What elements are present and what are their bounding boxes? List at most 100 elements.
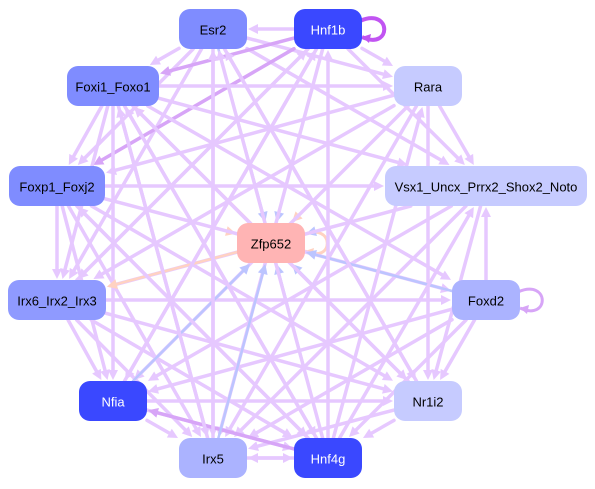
edge-hnf1b-to-vsx1-arrowhead xyxy=(454,154,465,165)
edge-vsx1-to-nfia xyxy=(154,204,454,378)
edge-nr1i2-to-esr2-arrowhead xyxy=(225,50,235,62)
edge-rara-to-irx6 xyxy=(100,103,396,276)
node-vsx1-label: Vsx1_Uncx_Prrx2_Shox2_Noto xyxy=(395,180,578,195)
node-hnf4g[interactable]: Hnf4g xyxy=(294,438,362,478)
edge-foxd2-self xyxy=(517,287,544,313)
edge-foxd2-to-zfp652-arrowhead xyxy=(306,250,317,260)
edge-nr1i2-to-foxi1-arrowhead xyxy=(134,107,145,118)
node-foxd2[interactable]: Foxd2 xyxy=(452,280,520,320)
edge-hnf1b-to-foxi1-arrowhead xyxy=(160,66,171,76)
node-foxd2-label: Foxd2 xyxy=(468,294,504,309)
edge-irx5-to-hnf4g-arrowhead xyxy=(283,453,293,463)
edge-irx6-to-hnf4g xyxy=(89,318,287,435)
edge-hnf4g-to-nfia xyxy=(155,411,296,451)
node-rara[interactable]: Rara xyxy=(394,66,462,106)
edge-esr2-to-vsx1 xyxy=(245,46,443,162)
edge-irx6-to-hnf1b-arrowhead xyxy=(296,50,307,61)
node-nfia-box xyxy=(79,381,147,421)
node-nr1i2-label: Nr1i2 xyxy=(412,395,443,410)
node-rara-label: Rara xyxy=(414,80,443,95)
node-hnf1b-label: Hnf1b xyxy=(311,23,346,38)
edge-hnf4g-to-rara-arrowhead xyxy=(414,107,425,118)
edge-esr2-to-foxi1-arrowhead xyxy=(149,55,162,65)
edge-rara-to-foxp1 xyxy=(113,93,396,172)
edge-irx6-to-nfia xyxy=(66,318,99,374)
node-irx6-box xyxy=(8,280,106,320)
edge-zfp652-to-irx6 xyxy=(115,250,239,286)
edge-foxd2-to-nr1i2 xyxy=(443,318,477,374)
node-esr2-label: Esr2 xyxy=(200,23,227,38)
node-foxp1[interactable]: Foxp1_Foxj2 xyxy=(9,166,105,206)
edge-nfia-to-hnf1b-arrowhead xyxy=(306,50,316,62)
edge-rara-to-irx6-arrowhead xyxy=(93,269,105,279)
edge-foxi1-to-foxp1 xyxy=(71,104,104,159)
edge-foxi1-to-nfia-arrowhead xyxy=(108,370,118,380)
edge-nfia-to-irx5 xyxy=(145,418,172,435)
node-irx6-label: Irx6_Irx2_Irx3 xyxy=(17,294,96,309)
edge-foxp1-to-irx5 xyxy=(66,204,198,431)
node-irx5-box xyxy=(179,438,247,478)
node-irx5-label: Irx5 xyxy=(202,452,224,467)
node-nr1i2[interactable]: Nr1i2 xyxy=(394,381,462,421)
edge-rara-to-irx5 xyxy=(228,104,419,431)
edge-hnf4g-to-hnf1b-arrowhead xyxy=(323,50,333,60)
edge-irx6-to-nr1i2 xyxy=(104,311,386,391)
edge-irx5-to-esr2-arrowhead xyxy=(208,50,218,60)
edge-foxi1-to-foxd2-arrowhead xyxy=(439,270,451,280)
edge-foxd2-to-nfia-arrowhead xyxy=(148,384,159,394)
node-esr2[interactable]: Esr2 xyxy=(179,9,247,49)
node-nfia[interactable]: Nfia xyxy=(79,381,147,421)
edge-hnf1b-to-foxp1-arrowhead xyxy=(93,155,105,165)
edge-hnf4g-to-foxi1-arrowhead xyxy=(125,107,135,119)
node-vsx1[interactable]: Vsx1_Uncx_Prrx2_Shox2_Noto xyxy=(385,166,587,206)
edge-hnf1b-to-foxp1 xyxy=(100,46,296,162)
edge-hnf4g-to-nfia-arrowhead xyxy=(148,408,159,418)
edge-irx5-to-foxi1 xyxy=(119,114,210,440)
edge-rara-to-vsx1-arrowhead xyxy=(464,153,474,165)
node-irx6[interactable]: Irx6_Irx2_Irx3 xyxy=(8,280,106,320)
edge-hnf4g-to-vsx1 xyxy=(337,213,471,440)
edge-nfia-to-nr1i2-arrowhead xyxy=(383,396,393,406)
edge-nfia-to-zfp652 xyxy=(131,269,245,383)
node-nr1i2-box xyxy=(394,381,462,421)
node-irx5[interactable]: Irx5 xyxy=(179,438,247,478)
edge-nr1i2-to-hnf4g-arrowhead xyxy=(363,428,375,439)
edge-foxp1-to-irx5-arrowhead xyxy=(191,425,201,437)
node-foxi1-label: Foxi1_Foxo1 xyxy=(75,80,150,95)
node-hnf4g-label: Hnf4g xyxy=(311,452,346,467)
edge-foxd2-to-irx5 xyxy=(254,317,454,435)
edge-nr1i2-to-irx5-arrowhead xyxy=(248,441,259,451)
node-foxi1[interactable]: Foxi1_Foxo1 xyxy=(67,66,159,106)
edge-hnf1b-to-rara-arrowhead xyxy=(381,56,393,67)
edge-hnf1b-self xyxy=(359,16,387,42)
edge-hnf1b-to-rara xyxy=(360,46,387,63)
node-hnf1b[interactable]: Hnf1b xyxy=(294,9,362,49)
edge-hnf4g-to-foxp1 xyxy=(83,212,310,440)
edge-foxi1-to-vsx1-arrowhead xyxy=(396,157,408,168)
edge-irx6-to-hnf4g-arrowhead xyxy=(281,428,293,438)
edge-vsx1-to-irx5 xyxy=(239,204,468,432)
edge-foxp1-to-nr1i2 xyxy=(89,204,387,378)
edge-foxd2-to-nfia xyxy=(155,307,454,391)
edge-foxd2-to-irx5-arrowhead xyxy=(248,428,260,438)
edge-nfia-to-zfp652-arrowhead xyxy=(239,264,250,275)
edge-irx6-to-nr1i2-arrowhead xyxy=(382,384,393,394)
node-foxi1-box xyxy=(67,66,159,106)
edge-irx6-to-nfia-arrowhead xyxy=(92,368,102,380)
edge-foxi1-to-foxd2 xyxy=(146,104,445,277)
edge-foxp1-to-nr1i2-arrowhead xyxy=(381,371,393,381)
edge-foxd2-to-nr1i2-arrowhead xyxy=(440,368,450,380)
edge-hnf4g-to-foxp1-arrowhead xyxy=(77,207,89,218)
node-zfp652[interactable]: Zfp652 xyxy=(237,223,305,263)
node-hnf4g-box xyxy=(294,438,362,478)
edge-foxi1-to-vsx1 xyxy=(157,96,400,165)
edge-esr2-to-irx6-arrowhead xyxy=(69,267,79,279)
edge-rara-to-nr1i2-arrowhead xyxy=(423,370,433,380)
edge-nfia-to-hnf1b xyxy=(122,56,313,383)
node-foxd2-box xyxy=(452,280,520,320)
edge-foxd2-self-arrowhead xyxy=(520,305,529,314)
edge-foxd2-to-vsx1-arrowhead xyxy=(481,207,491,217)
node-hnf1b-box xyxy=(294,9,362,49)
edge-nr1i2-to-esr2 xyxy=(228,56,419,383)
node-foxp1-label: Foxp1_Foxj2 xyxy=(19,180,94,195)
